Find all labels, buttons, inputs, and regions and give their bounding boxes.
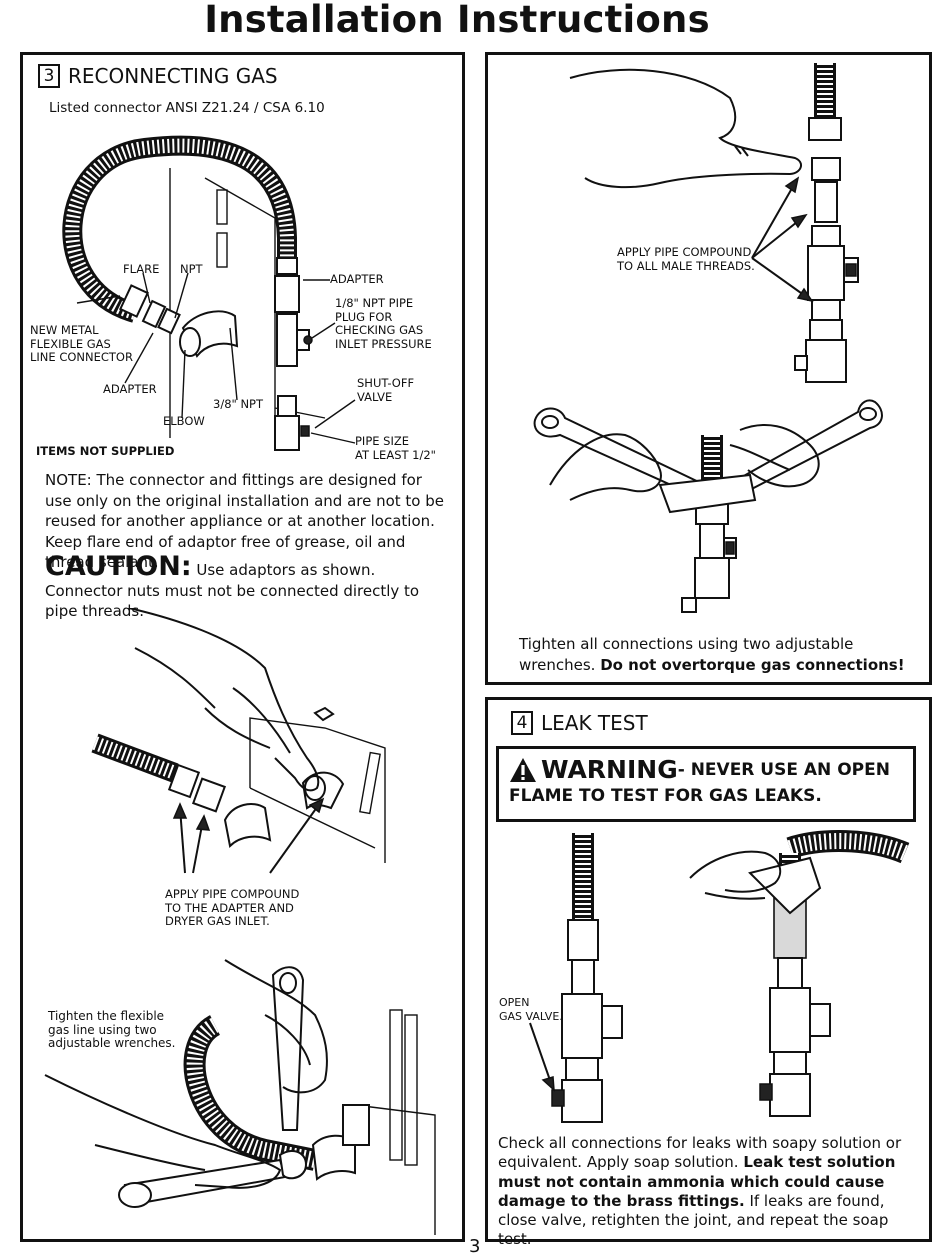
leak-test-illustration	[529, 830, 910, 1123]
pipe-compound-male-threads-illustration	[569, 63, 859, 383]
label-pipe-size: PIPE SIZE AT LEAST 1/2"	[355, 434, 436, 462]
label-apply-compound-male: APPLY PIPE COMPOUND TO ALL MALE THREADS.	[617, 245, 755, 273]
caution-text: Use adaptors as shown. Connector nuts mu…	[45, 561, 420, 620]
label-apply-compound-adapter: APPLY PIPE COMPOUND TO THE ADAPTER AND D…	[165, 887, 300, 928]
leak-test-panel	[485, 697, 932, 1242]
tighten-flexible-illustration	[44, 959, 436, 1235]
label-npt: NPT	[180, 262, 203, 276]
warning-triangle-icon	[510, 757, 536, 782]
label-adapter-top: ADAPTER	[330, 272, 384, 286]
connector-note: NOTE: The connector and fittings are des…	[45, 471, 445, 571]
warning-line1: WARNING - NEVER USE AN OPEN	[509, 755, 905, 784]
label-tighten-flexible: Tighten the flexible gas line using two …	[48, 1009, 176, 1050]
label-3-8-npt: 3/8" NPT	[213, 397, 264, 411]
warning-line2: FLAME TO TEST FOR GAS LEAKS.	[509, 786, 822, 806]
label-shutoff-valve: SHUT-OFF VALVE	[357, 376, 415, 404]
check-text-1: Check all connections for leaks with soa…	[498, 1134, 902, 1172]
page-title: Installation Instructions	[204, 0, 710, 41]
tighten-connections-panel	[485, 52, 932, 685]
label-pipe-plug: 1/8" NPT PIPE PLUG FOR CHECKING GAS INLE…	[335, 296, 432, 351]
warning-box: WARNING - NEVER USE AN OPEN FLAME TO TES…	[496, 746, 916, 822]
leak-test-instructions: Check all connections for leaks with soa…	[498, 1134, 923, 1250]
check-text-2: If leaks are found, close valve, retight…	[498, 1191, 889, 1249]
label-flare: FLARE	[123, 262, 160, 276]
connector-assembly-illustration	[62, 135, 356, 451]
two-wrenches-illustration	[533, 399, 883, 613]
page-number: 3	[469, 1236, 481, 1257]
label-new-connector: NEW METAL FLEXIBLE GAS LINE CONNECTOR	[30, 323, 133, 364]
label-adapter-left: ADAPTER	[103, 382, 157, 396]
caution-word: CAUTION:	[45, 551, 192, 582]
check-text-bold: Leak test solution must not contain ammo…	[498, 1153, 896, 1210]
apply-compound-illustration	[91, 608, 386, 874]
warning-text-1: - NEVER USE AN OPEN	[677, 759, 890, 780]
tighten-text: Tighten all connections using two adjust…	[519, 635, 854, 674]
label-elbow: ELBOW	[163, 414, 205, 428]
label-open-gas-valve: OPEN GAS VALVE.	[499, 996, 563, 1023]
step3-heading: 3 RECONNECTING GAS	[38, 64, 278, 88]
step3-title: RECONNECTING GAS	[68, 64, 278, 88]
tighten-bold: Do not overtorque gas connections!	[600, 655, 905, 674]
caution-block: CAUTION: Use adaptors as shown. Connecto…	[45, 553, 450, 622]
step4-number: 4	[511, 711, 533, 735]
items-not-supplied-label: ITEMS NOT SUPPLIED	[36, 444, 175, 458]
tighten-connections-text: Tighten all connections using two adjust…	[519, 634, 919, 675]
listed-connector-text: Listed connector ANSI Z21.24 / CSA 6.10	[49, 100, 325, 116]
step4-heading: 4 LEAK TEST	[511, 711, 648, 735]
step4-title: LEAK TEST	[541, 711, 648, 735]
warning-word: WARNING	[541, 755, 678, 784]
step3-number: 3	[38, 64, 60, 88]
reconnecting-gas-panel	[20, 52, 465, 1242]
